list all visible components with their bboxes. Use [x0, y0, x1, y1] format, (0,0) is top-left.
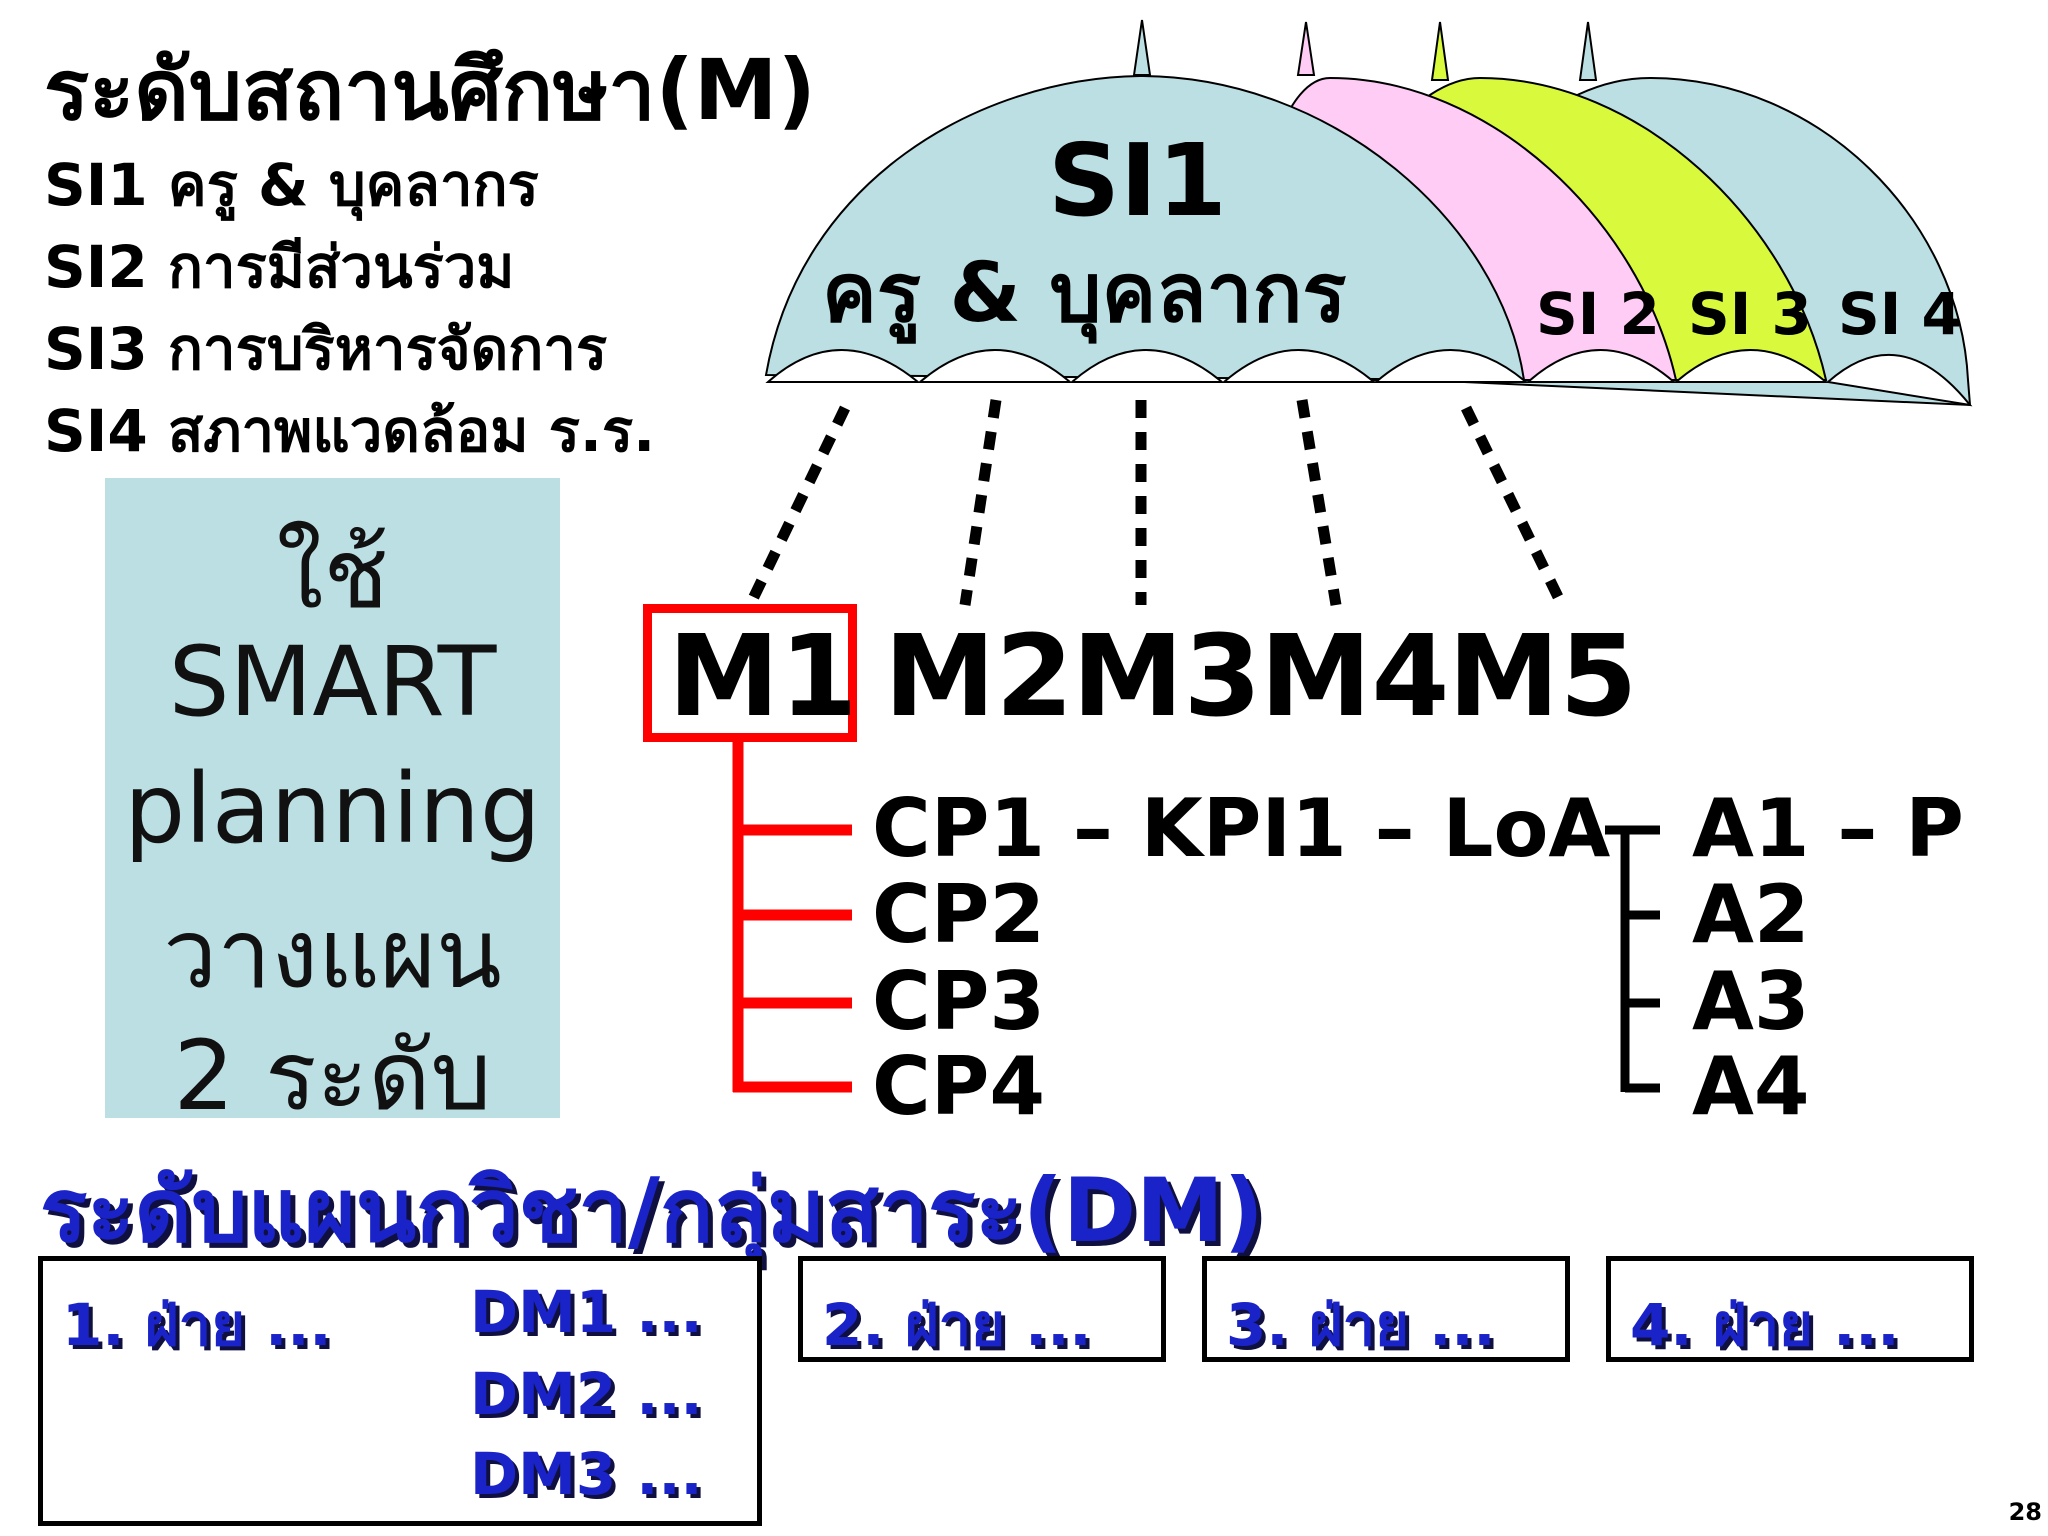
dm-box-4-label: 4. ฝ่าย ...	[1630, 1291, 1900, 1359]
m-item-4: M4	[1260, 612, 1450, 742]
dm-box-3	[1202, 1256, 1570, 1362]
dm-subitem-3: DM3 ...	[470, 1440, 703, 1508]
umbrella-ribs	[745, 399, 1567, 608]
umbrella-main-code: SI1	[1048, 122, 1227, 239]
cp-item-2: CP2	[872, 868, 1046, 961]
a-item-1: A1 – P	[1692, 782, 1964, 875]
dm-box-2-label: 2. ฝ่าย ...	[822, 1291, 1092, 1359]
smart-planning-box: ใช้ SMART planning วางแผน 2 ระดับ	[105, 478, 560, 1132]
m-item-3: M3	[1072, 612, 1262, 742]
page-title: ระดับสถานศึกษา(M)	[44, 41, 816, 139]
umbrella-label-si4: SI 4	[1838, 280, 1962, 348]
si-list-item-1: SI1 ครู & บุคลากร	[44, 151, 539, 219]
cp-item-1: CP1 – KPI1 – LoA	[872, 782, 1611, 875]
dm-subitem-1: DM1 ...	[470, 1278, 703, 1346]
m1-highlight-box	[643, 604, 857, 742]
smart-box-line-5: 2 ระดับ	[173, 1020, 492, 1132]
smart-box-line-4: วางแผน	[163, 898, 502, 1010]
page-number: 28	[2008, 1498, 2042, 1526]
umbrella-tip-si2	[1296, 21, 1316, 76]
m-item-1: M1	[668, 612, 858, 742]
umbrella-tip-si3	[1430, 21, 1450, 81]
umbrella-canopy-si1	[764, 74, 1526, 382]
si-list-item-3: SI3 การบริหารจัดการ	[44, 315, 608, 383]
m-item-5: M5	[1448, 612, 1638, 742]
dm-box-3-label: 3. ฝ่าย ...	[1226, 1291, 1496, 1359]
umbrella-label-si3: SI 3	[1688, 280, 1812, 348]
si-list-item-4: SI4 สภาพแวดล้อม ร.ร.	[44, 397, 656, 465]
dm-subitem-2: DM2 ...	[470, 1360, 703, 1428]
a-item-2: A2	[1692, 868, 1810, 961]
cp-item-4: CP4	[872, 1040, 1046, 1133]
dm-box-1-label: 1. ฝ่าย ...	[62, 1291, 332, 1359]
a-items-bracket	[1605, 825, 1660, 1093]
dm-box-4	[1606, 1256, 1974, 1362]
smart-box-line-1: ใช้	[276, 518, 389, 630]
dm-box-1	[38, 1256, 762, 1526]
m-item-2: M2	[884, 612, 1074, 742]
umbrella-tip-si4	[1578, 21, 1598, 81]
umbrella-main-label: ครู & บุคลากร	[822, 246, 1347, 341]
dm-section-title: ระดับแผนกวิชา/กลุ่มสาระ(DM)	[40, 1159, 1264, 1262]
dm-box-2	[798, 1256, 1166, 1362]
cp-item-3: CP3	[872, 955, 1046, 1048]
si-list-item-2: SI2 การมีส่วนร่วม	[44, 233, 515, 301]
a-item-3: A3	[1692, 955, 1810, 1048]
umbrella-tip-si1	[1132, 19, 1152, 76]
m1-tree-connector	[732, 740, 852, 1093]
umbrella-label-si2: SI 2	[1536, 280, 1660, 348]
umbrella-scallops	[765, 349, 1973, 407]
smart-box-line-2: SMART	[168, 626, 497, 738]
smart-box-line-3: planning	[124, 753, 541, 865]
a-item-4: A4	[1692, 1040, 1810, 1133]
